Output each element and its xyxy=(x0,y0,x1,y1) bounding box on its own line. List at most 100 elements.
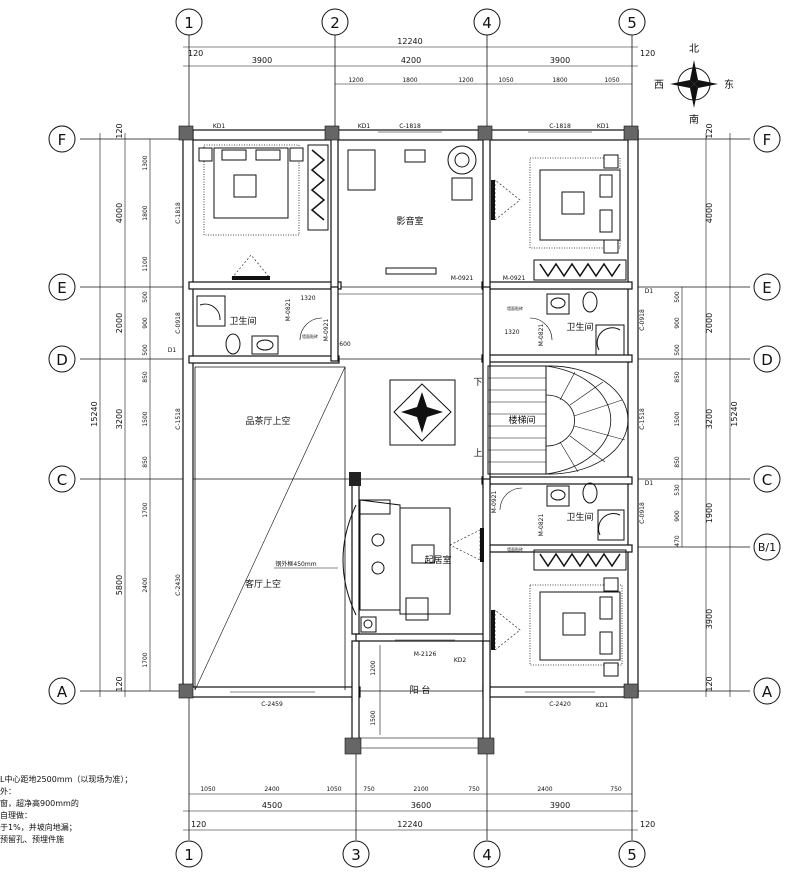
dim-sub: 1200 xyxy=(458,77,473,84)
bubble-label: D xyxy=(761,351,773,369)
tv xyxy=(480,528,484,562)
bed-item xyxy=(561,191,585,215)
dimensions-left: 15240 4000 2000 3200 5800 120 120 1300 1… xyxy=(90,123,151,697)
dim-offset: 120 xyxy=(115,123,124,138)
door-label: M-0821 xyxy=(538,324,545,347)
stair-down-label: 下 xyxy=(473,378,482,388)
mark-d: D1 xyxy=(645,288,654,295)
shower xyxy=(595,324,625,356)
desk-area xyxy=(359,499,401,611)
sink xyxy=(546,485,570,507)
mark-hint: 墙面贴砖 xyxy=(507,305,523,311)
dim-sub: 1050 xyxy=(200,786,215,793)
winder xyxy=(573,425,626,441)
bubble xyxy=(753,345,781,373)
mark-dim: 600 xyxy=(339,341,351,348)
grid-bubbles-right: F E D C B/1 A xyxy=(753,125,781,705)
pillow xyxy=(599,209,613,233)
room-stair: 楼梯间 xyxy=(508,414,535,426)
staircase: 楼梯间 下 上 xyxy=(473,365,629,475)
pillow xyxy=(221,149,247,161)
dim-span: 4000 xyxy=(705,203,714,223)
bubble xyxy=(753,125,781,153)
dim-total: 12240 xyxy=(397,37,422,46)
screen xyxy=(385,267,437,275)
window-label: C-0918 xyxy=(175,312,182,334)
bathroom-right-mid: 卫生间 xyxy=(499,482,625,541)
bubble xyxy=(321,8,349,36)
cabinet-knob xyxy=(363,619,373,629)
sink-basin xyxy=(256,339,274,351)
study: 起居室 钢外框450mm xyxy=(274,499,484,633)
bubble xyxy=(753,273,781,301)
wall-interior xyxy=(330,138,339,290)
room-bath-right-mid: 卫生间 xyxy=(566,511,593,523)
dim-sub: 500 xyxy=(674,291,681,303)
column xyxy=(324,125,340,141)
nightstand xyxy=(289,147,304,162)
note-line: L中心距地2500mm（以现场为准）； xyxy=(0,774,132,784)
dim-sub: 1300 xyxy=(142,155,149,170)
dim-span: 4200 xyxy=(401,56,421,65)
window-label: C-1518 xyxy=(639,408,646,430)
dim-sub: 850 xyxy=(674,371,681,383)
sink xyxy=(251,335,279,355)
compass-east: 东 xyxy=(724,78,734,91)
room-balcony: 阳 台 xyxy=(410,684,431,696)
sink xyxy=(546,293,570,315)
sink-basin xyxy=(550,297,566,309)
dim-sub: 1800 xyxy=(552,77,567,84)
bubble-label: 4 xyxy=(482,846,492,864)
window-label: C-1818 xyxy=(175,202,182,224)
medallion-diamond xyxy=(393,383,452,442)
dim-offset: 120 xyxy=(115,676,124,691)
dim-sub: 530 xyxy=(674,484,681,496)
tv xyxy=(232,276,270,280)
compass-arrow xyxy=(690,84,698,108)
bubble-label: C xyxy=(57,471,67,489)
window-label: C-1518 xyxy=(175,408,182,430)
wall-right xyxy=(627,129,639,698)
shower-curve xyxy=(598,513,621,536)
dim-sub: 1100 xyxy=(142,256,149,271)
bubble xyxy=(753,465,781,493)
tv xyxy=(491,610,495,650)
door-swing xyxy=(299,317,323,341)
dim-span: 3900 xyxy=(705,609,714,629)
door-swing xyxy=(529,317,553,341)
room-bath-right-top: 卫生间 xyxy=(566,321,593,333)
rug xyxy=(203,144,300,236)
dim-sub: 1500 xyxy=(674,411,681,426)
dim-sub: 1200 xyxy=(348,77,363,84)
wall-interior xyxy=(188,355,340,364)
grid-bubbles-bottom: 1 3 4 5 xyxy=(175,840,646,868)
note-line: 预留孔、预埋件施 xyxy=(0,834,64,844)
shower xyxy=(196,295,226,327)
compass-arrow xyxy=(694,80,718,88)
wardrobe xyxy=(533,549,627,571)
stair-curve xyxy=(545,365,612,475)
mark-d: D1 xyxy=(168,347,177,354)
bubble xyxy=(48,465,76,493)
window-label: C-0918 xyxy=(639,309,646,331)
wall-interior xyxy=(482,286,491,488)
dim-sub: 750 xyxy=(363,786,375,793)
bubble xyxy=(48,677,76,705)
winder xyxy=(569,381,604,406)
dim-sub: 2400 xyxy=(537,786,552,793)
medallion-frame xyxy=(389,379,456,446)
dim-offset: 120 xyxy=(191,820,206,829)
column xyxy=(477,125,493,141)
note-line: 自理做： xyxy=(0,810,32,820)
door-label: M-0921 xyxy=(491,491,498,514)
dim-span: 2000 xyxy=(705,313,714,333)
room-living-void: 客厅上空 xyxy=(245,578,281,590)
dim-offset: 120 xyxy=(188,49,203,58)
dim-sub: 1050 xyxy=(498,77,513,84)
mark-dim: 1320 xyxy=(300,295,315,302)
dim-sub: 1700 xyxy=(142,502,149,517)
wall-balcony xyxy=(482,640,491,752)
bubble-label: 3 xyxy=(351,846,361,864)
dim-sub: 750 xyxy=(610,786,622,793)
compass-south: 南 xyxy=(689,113,699,126)
